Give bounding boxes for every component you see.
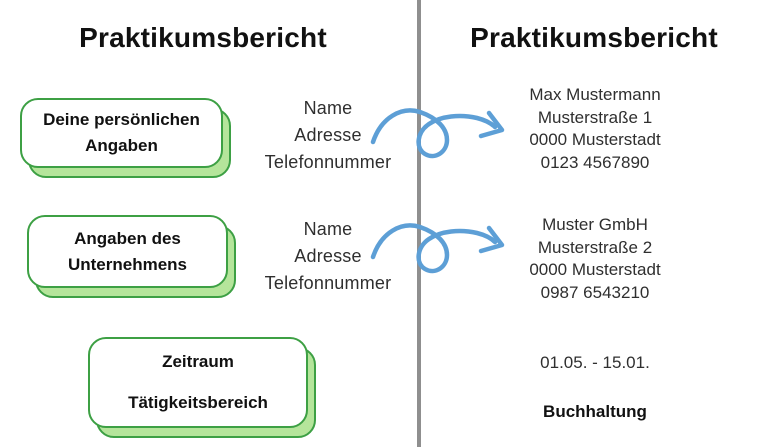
- topic-box-company-info: Angaben des Unternehmens: [27, 215, 236, 298]
- example-line: 0123 4567890: [540, 152, 650, 172]
- field-label: Name: [303, 98, 353, 118]
- box-face: Zeitraum Tätigkeitsbereich: [88, 337, 308, 428]
- example-line: 0000 Musterstadt: [529, 260, 661, 279]
- box-line: Unternehmens: [67, 254, 188, 274]
- column-divider: [417, 0, 421, 447]
- example-line: 0000 Musterstadt: [529, 130, 661, 149]
- field-label: Adresse: [294, 125, 362, 145]
- box-line: Deine persönlichen: [43, 110, 200, 129]
- right-page-title: Praktikumsbericht: [470, 22, 718, 53]
- field-label: Name: [303, 219, 353, 239]
- topic-box-personal-info: Deine persönlichen Angaben: [20, 98, 231, 178]
- field-label: Telefonnummer: [264, 152, 392, 172]
- box-line: Tätigkeitsbereich: [128, 393, 268, 412]
- curly-loop-arrow-icon: [370, 108, 505, 159]
- period-example-text: 01.05. - 15.01.: [540, 353, 650, 372]
- box-face: Angaben des Unternehmens: [27, 215, 228, 288]
- field-label: Telefonnummer: [264, 273, 392, 293]
- example-line: Muster GmbH: [542, 215, 648, 234]
- field-labels-personal: Name Adresse Telefonnummer: [243, 95, 413, 176]
- example-line: Max Mustermann: [529, 85, 661, 104]
- box-line: Angaben: [85, 136, 158, 155]
- box-face: Deine persönlichen Angaben: [20, 98, 223, 168]
- field-labels-company: Name Adresse Telefonnummer: [243, 216, 413, 297]
- left-page-title: Praktikumsbericht: [79, 22, 327, 53]
- example-line: Musterstraße 2: [537, 237, 653, 257]
- box-line: Angaben des: [74, 228, 181, 248]
- personal-example-block: Max Mustermann Musterstraße 1 0000 Muste…: [490, 84, 700, 174]
- field-label: Adresse: [294, 246, 362, 266]
- box-line: Zeitraum: [162, 352, 234, 371]
- department-example-text: Buchhaltung: [543, 402, 647, 421]
- curly-loop-arrow-icon: [370, 223, 505, 274]
- example-line: 0987 6543210: [540, 282, 650, 302]
- company-example-block: Muster GmbH Musterstraße 2 0000 Musterst…: [490, 214, 700, 304]
- example-line: Musterstraße 1: [537, 107, 653, 127]
- topic-box-period-activity: Zeitraum Tätigkeitsbereich: [88, 337, 316, 438]
